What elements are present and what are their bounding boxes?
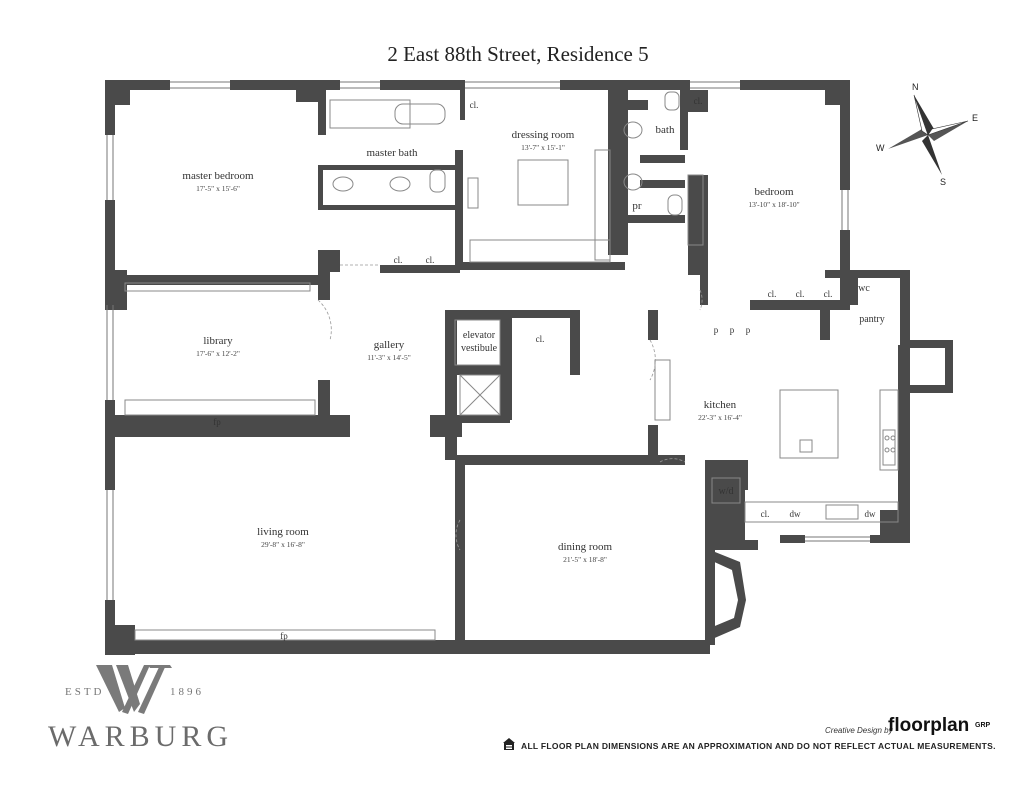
credit-prefix: Creative Design by <box>825 726 893 735</box>
compass-s-label: S <box>940 177 946 187</box>
warburg-monogram <box>96 665 172 714</box>
windows <box>106 81 870 600</box>
kitchen-dims: 22'-3" x 16'-4" <box>698 413 742 422</box>
gallery-dims: 11'-3" x 14'-5" <box>367 353 411 362</box>
logo-year-text: 1896 <box>170 686 204 698</box>
master-bedroom-dims: 17'-5" x 15'-6" <box>196 184 240 193</box>
dining-room-dims: 21'-5" x 18'-8" <box>563 555 607 564</box>
pantry-cabinet-label: p <box>730 325 735 335</box>
compass-rose: N E S W <box>876 82 978 187</box>
powder-room-label: pr <box>632 200 642 212</box>
pantry-cabinet-label: p <box>746 325 751 335</box>
fixture-labels: cl. cl. cl. cl. cl. cl. cl. cl. cl. p p … <box>213 96 876 641</box>
logo-estd-text: ESTD <box>65 686 105 698</box>
credit-suffix: GRP <box>975 722 991 729</box>
bedroom-dims: 13'-10" x 18'-10" <box>748 200 799 209</box>
dining-room-label: dining room <box>558 541 613 553</box>
compass-n-label: N <box>912 82 919 92</box>
compass-w-label: W <box>876 143 885 153</box>
bedroom-label: bedroom <box>754 186 794 198</box>
living-room-dims: 29'-8" x 16'-8" <box>261 540 305 549</box>
closet-label: cl. <box>824 289 833 299</box>
fireplace-label: fp <box>213 417 221 427</box>
dressing-room-label: dressing room <box>512 129 575 141</box>
gallery-label: gallery <box>374 339 405 351</box>
wc-label: wc <box>858 283 870 294</box>
elevator-vestibule-label-2: vestibule <box>461 343 498 354</box>
closet-label: cl. <box>426 255 435 265</box>
kitchen-label: kitchen <box>704 399 737 411</box>
disclaimer-text: ALL FLOOR PLAN DIMENSIONS ARE AN APPROXI… <box>521 741 996 751</box>
dishwasher-label: dw <box>790 509 802 519</box>
washer-dryer-label: w/d <box>719 486 734 497</box>
walls <box>105 80 953 655</box>
pantry-label: pantry <box>859 314 885 325</box>
elevator-vestibule-label-1: elevator <box>463 330 496 341</box>
closet-label: cl. <box>470 100 479 110</box>
library-label: library <box>203 335 233 347</box>
closet-label: cl. <box>768 289 777 299</box>
master-bedroom-label: master bedroom <box>182 170 254 182</box>
closet-label: cl. <box>796 289 805 299</box>
fixtures <box>124 91 899 641</box>
living-room-label: living room <box>257 526 309 538</box>
closet-label: cl. <box>536 334 545 344</box>
equal-housing-icon <box>503 738 515 750</box>
compass-e-label: E <box>972 113 978 123</box>
closet-label: cl. <box>694 96 703 106</box>
dishwasher-label: dw <box>865 509 877 519</box>
master-bath-label: master bath <box>366 147 418 159</box>
dressing-room-dims: 13'-7" x 15'-1" <box>521 143 565 152</box>
credit-brand: floorplan <box>888 715 970 736</box>
bath-label: bath <box>656 124 675 136</box>
warburg-logo-text: WARBURG <box>48 720 234 753</box>
room-labels: master bedroom 17'-5" x 15'-6" master ba… <box>182 124 884 564</box>
fireplace-label: fp <box>280 631 288 641</box>
page-title: 2 East 88th Street, Residence 5 <box>387 42 649 66</box>
door-swings <box>317 264 703 551</box>
closet-label: cl. <box>761 509 770 519</box>
closet-label: cl. <box>394 255 403 265</box>
pantry-cabinet-label: p <box>714 325 719 335</box>
library-dims: 17'-6" x 12'-2" <box>196 349 240 358</box>
